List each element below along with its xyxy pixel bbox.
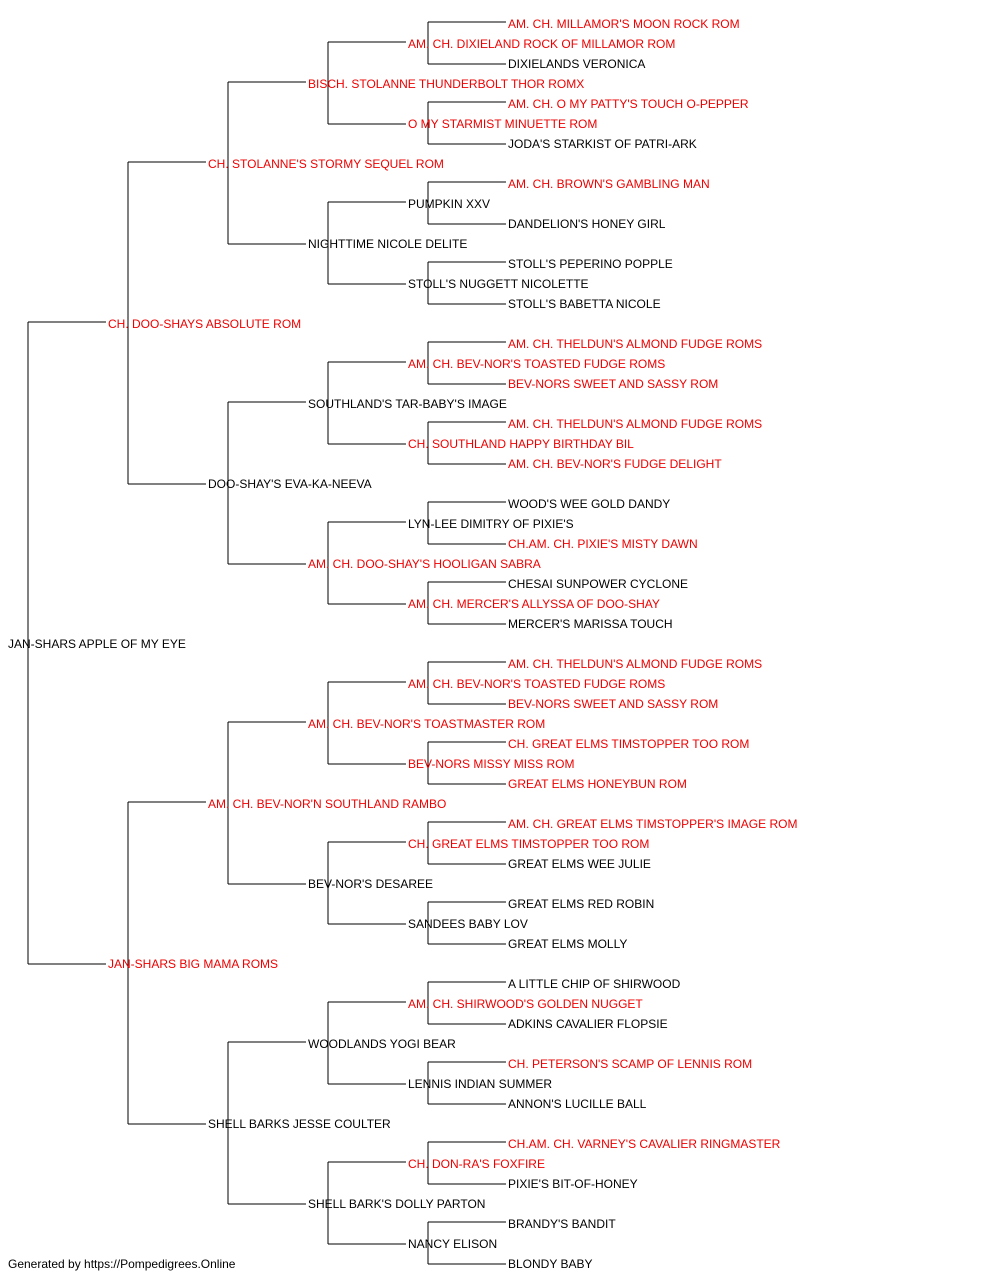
dam-name: STOLL'S NUGGETT NICOLETTE (408, 277, 589, 291)
dam-name: BEV-NORS MISSY MISS ROM (408, 757, 574, 771)
dam-name: LENNIS INDIAN SUMMER (408, 1077, 552, 1091)
sire-name: AM. CH. GREAT ELMS TIMSTOPPER'S IMAGE RO… (508, 817, 797, 831)
dam-name: DIXIELANDS VERONICA (508, 57, 645, 71)
subject-dog-name: JAN-SHARS APPLE OF MY EYE (8, 637, 186, 651)
dam-name: MERCER'S MARISSA TOUCH (508, 617, 673, 631)
sire-name: CH.AM. CH. VARNEY'S CAVALIER RINGMASTER (508, 1137, 781, 1151)
dam-name: NANCY ELISON (408, 1237, 497, 1251)
dam-name: BLONDY BABY (508, 1257, 592, 1271)
dam-name: SHELL BARKS JESSE COULTER (208, 1117, 391, 1131)
sire-name: BRANDY'S BANDIT (508, 1217, 616, 1231)
dog-names: JAN-SHARS APPLE OF MY EYE CH. DOO-SHAYS A… (8, 17, 797, 1271)
dam-name: ADKINS CAVALIER FLOPSIE (508, 1017, 668, 1031)
dam-name: SANDEES BABY LOV (408, 917, 528, 931)
dam-name: CH. SOUTHLAND HAPPY BIRTHDAY BIL (408, 437, 634, 451)
sire-name: A LITTLE CHIP OF SHIRWOOD (508, 977, 681, 991)
sire-name: AM. CH. BEV-NOR'S TOASTMASTER ROM (308, 717, 545, 731)
dam-name: GREAT ELMS MOLLY (508, 937, 627, 951)
sire-name: BISCH. STOLANNE THUNDERBOLT THOR ROMX (308, 77, 584, 91)
dam-name: STOLL'S BABETTA NICOLE (508, 297, 661, 311)
sire-name: CH. GREAT ELMS TIMSTOPPER TOO ROM (508, 737, 749, 751)
sire-name: PUMPKIN XXV (408, 197, 490, 211)
generator-credit: Generated by https://Pompedigrees.Online (8, 1257, 236, 1271)
sire-name: AM. CH. SHIRWOOD'S GOLDEN NUGGET (408, 997, 643, 1011)
sire-name: WOOD'S WEE GOLD DANDY (508, 497, 670, 511)
sire-name: GREAT ELMS RED ROBIN (508, 897, 654, 911)
dam-name: DOO-SHAY'S EVA-KA-NEEVA (208, 477, 372, 491)
sire-name: AM. CH. MILLAMOR'S MOON ROCK ROM (508, 17, 740, 31)
dam-name: AM. CH. MERCER'S ALLYSSA OF DOO-SHAY (408, 597, 660, 611)
sire-name: AM. CH. BEV-NOR'S TOASTED FUDGE ROMS (408, 677, 665, 691)
dam-name: BEV-NOR'S DESAREE (308, 877, 433, 891)
sire-name: LYN-LEE DIMITRY OF PIXIE'S (408, 517, 574, 531)
sire-name: CH. DON-RA'S FOXFIRE (408, 1157, 545, 1171)
dam-name: NIGHTTIME NICOLE DELITE (308, 237, 467, 251)
sire-name: CH. GREAT ELMS TIMSTOPPER TOO ROM (408, 837, 649, 851)
connector-lines (27, 21, 506, 1265)
dam-name: CH.AM. CH. PIXIE'S MISTY DAWN (508, 537, 698, 551)
sire-name: CHESAI SUNPOWER CYCLONE (508, 577, 688, 591)
sire-name: AM. CH. BEV-NOR'S TOASTED FUDGE ROMS (408, 357, 665, 371)
sire-name: AM. CH. DIXIELAND ROCK OF MILLAMOR ROM (408, 37, 675, 51)
dam-name: BEV-NORS SWEET AND SASSY ROM (508, 377, 718, 391)
dam-name: GREAT ELMS WEE JULIE (508, 857, 651, 871)
sire-name: CH. STOLANNE'S STORMY SEQUEL ROM (208, 157, 444, 171)
sire-name: AM. CH. O MY PATTY'S TOUCH O-PEPPER (508, 97, 749, 111)
dam-name: AM. CH. BEV-NOR'S FUDGE DELIGHT (508, 457, 722, 471)
sire-name: CH. DOO-SHAYS ABSOLUTE ROM (108, 317, 301, 331)
sire-name: WOODLANDS YOGI BEAR (308, 1037, 456, 1051)
dam-name: O MY STARMIST MINUETTE ROM (408, 117, 597, 131)
dam-name: GREAT ELMS HONEYBUN ROM (508, 777, 687, 791)
dam-name: JODA'S STARKIST OF PATRI-ARK (508, 137, 697, 151)
dam-name: SHELL BARK'S DOLLY PARTON (308, 1197, 485, 1211)
dam-name: BEV-NORS SWEET AND SASSY ROM (508, 697, 718, 711)
dam-name: JAN-SHARS BIG MAMA ROMS (108, 957, 278, 971)
sire-name: CH. PETERSON'S SCAMP OF LENNIS ROM (508, 1057, 752, 1071)
sire-name: AM. CH. BROWN'S GAMBLING MAN (508, 177, 710, 191)
dam-name: AM. CH. DOO-SHAY'S HOOLIGAN SABRA (308, 557, 541, 571)
sire-name: SOUTHLAND'S TAR-BABY'S IMAGE (308, 397, 507, 411)
sire-name: STOLL'S PEPERINO POPPLE (508, 257, 673, 271)
dam-name: DANDELION'S HONEY GIRL (508, 217, 666, 231)
dam-name: PIXIE'S BIT-OF-HONEY (508, 1177, 638, 1191)
sire-name: AM. CH. THELDUN'S ALMOND FUDGE ROMS (508, 657, 762, 671)
dam-name: ANNON'S LUCILLE BALL (508, 1097, 647, 1111)
sire-name: AM. CH. BEV-NOR'N SOUTHLAND RAMBO (208, 797, 446, 811)
sire-name: AM. CH. THELDUN'S ALMOND FUDGE ROMS (508, 417, 762, 431)
sire-name: AM. CH. THELDUN'S ALMOND FUDGE ROMS (508, 337, 762, 351)
